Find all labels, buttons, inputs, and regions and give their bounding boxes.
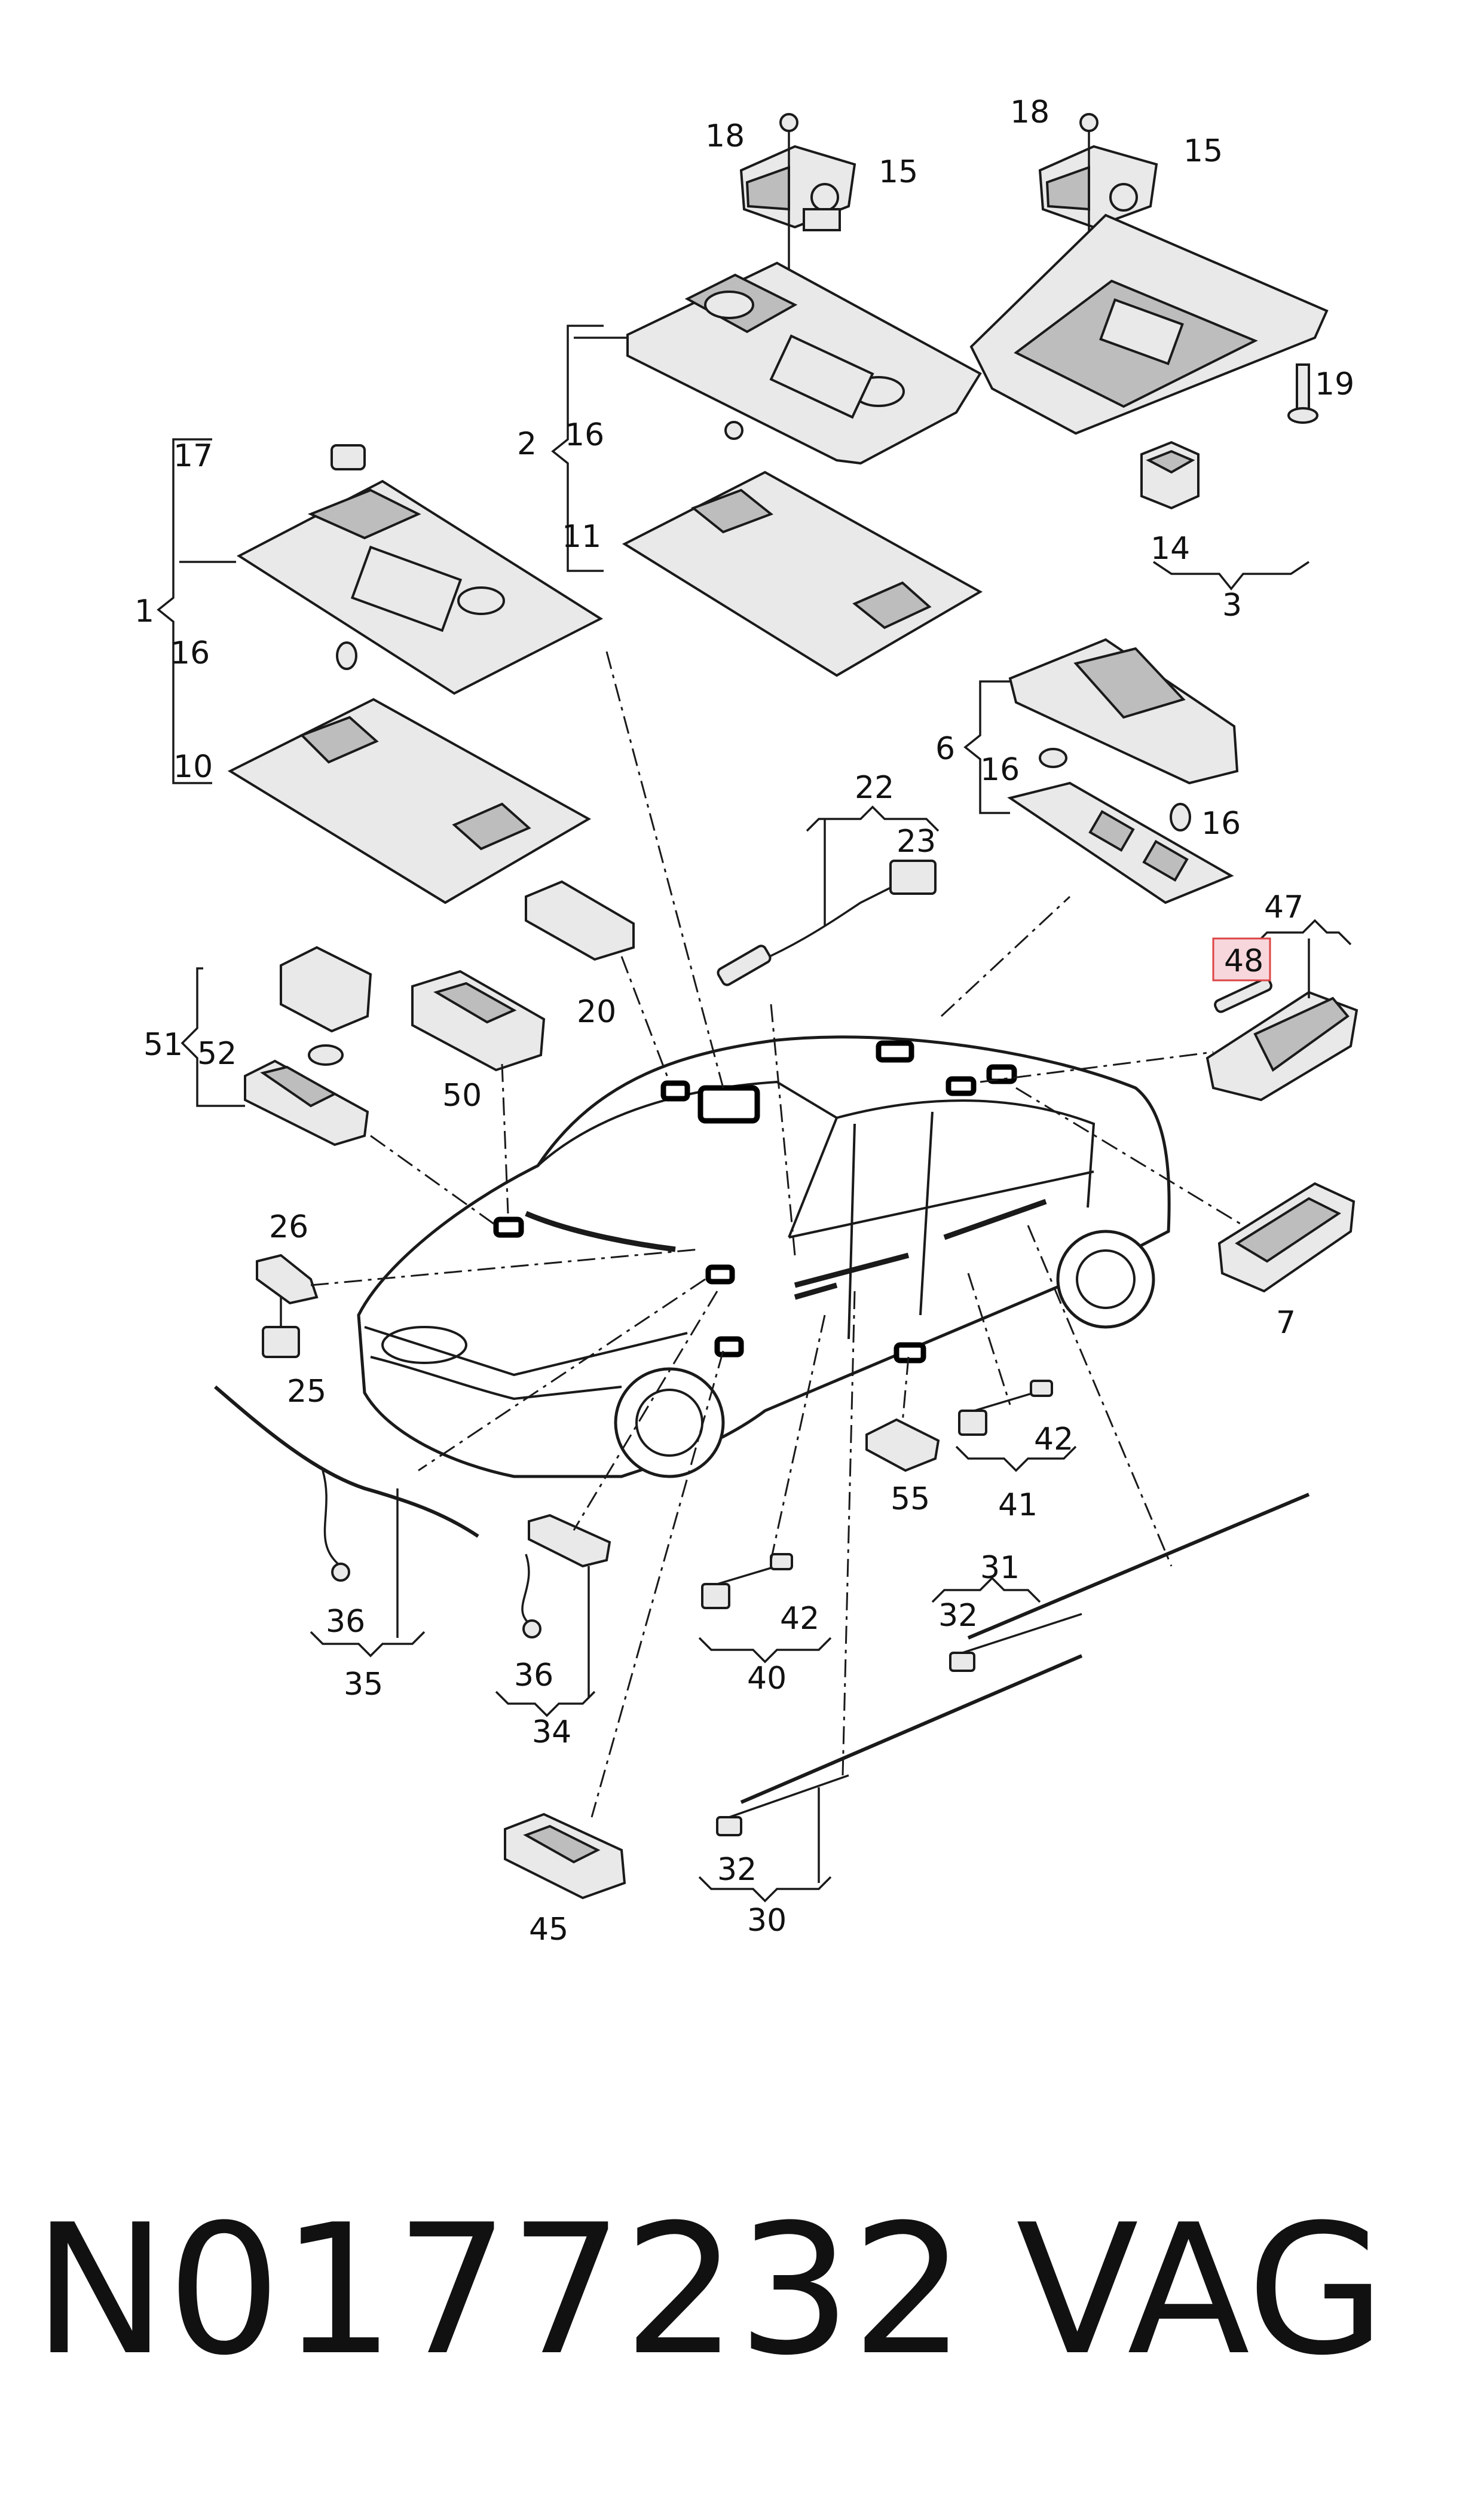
part-23-connector [889, 860, 937, 895]
label-16a: 16 [565, 417, 604, 453]
label-3: 3 [1222, 588, 1242, 623]
label-42b: 42 [780, 1601, 819, 1637]
label-26: 26 [269, 1209, 308, 1245]
part-25-sensor [262, 1297, 300, 1358]
label-47: 47 [1264, 889, 1304, 925]
label-36a: 36 [326, 1604, 365, 1640]
part-45-module [504, 1812, 626, 1900]
label-36b: 36 [514, 1658, 553, 1693]
label-19: 19 [1315, 366, 1354, 402]
label-52: 52 [197, 1036, 237, 1072]
label-51: 51 [143, 1027, 183, 1063]
part-16-bulb-left [336, 641, 357, 670]
label-16d: 16 [1201, 806, 1241, 842]
part-40-harness [701, 1553, 793, 1609]
label-55: 55 [891, 1481, 930, 1517]
label-15a: 15 [879, 154, 918, 190]
part-3-roof-console [969, 213, 1329, 435]
part-17-bulb-holder [331, 444, 366, 470]
part-35-grille-strip [214, 1385, 479, 1567]
callout-brackets [157, 325, 1352, 1903]
part-51-module-box [280, 946, 372, 1033]
part-15-actuator-right [1038, 145, 1158, 229]
part-16-bulb-6a [1039, 748, 1067, 768]
part-31-strip [949, 1493, 1310, 1672]
label-40: 40 [747, 1661, 787, 1696]
label-45: 45 [529, 1912, 568, 1948]
part-51-lamp [244, 1059, 369, 1147]
part-52-bulb [308, 1044, 344, 1066]
part-number: N0177232 [33, 2186, 966, 2395]
label-18a: 18 [705, 118, 745, 154]
label-17: 17 [173, 438, 213, 474]
label-30: 30 [747, 1903, 787, 1939]
label-23: 23 [896, 824, 936, 860]
label-11: 11 [562, 519, 601, 555]
part-2-console-center [626, 261, 982, 465]
label-48: 48 [1224, 943, 1263, 979]
part-7-lamp [1217, 1182, 1356, 1293]
label-2: 2 [517, 426, 537, 462]
label-35: 35 [344, 1667, 383, 1702]
part-20-module [525, 880, 635, 961]
highlight-48 [1212, 937, 1271, 982]
part-14-switch [1140, 441, 1200, 510]
car-location-marks [493, 1040, 1047, 1364]
label-32a: 32 [938, 1598, 978, 1634]
label-7: 7 [1276, 1305, 1296, 1341]
part-34-lamp [521, 1514, 611, 1638]
part-11-trim-center [622, 421, 983, 677]
label-1: 1 [134, 594, 154, 629]
label-6: 6 [935, 731, 955, 767]
label-31: 31 [980, 1550, 1020, 1586]
label-16c: 16 [980, 752, 1020, 788]
label-10: 10 [173, 749, 213, 785]
label-32b: 32 [717, 1852, 757, 1888]
label-34: 34 [532, 1714, 571, 1750]
part-22-cable [717, 878, 909, 986]
part-26-bracket [256, 1254, 319, 1305]
label-25: 25 [287, 1374, 326, 1410]
part-15-actuator-center [739, 145, 856, 231]
label-15b: 15 [1183, 133, 1223, 169]
part-19-screw [1287, 363, 1318, 424]
label-42a: 42 [1034, 1421, 1073, 1457]
connection-lines [310, 651, 1244, 1818]
label-14: 14 [1151, 531, 1190, 567]
label-16b: 16 [170, 635, 210, 671]
part-30-strip [716, 1654, 1083, 1836]
part-48-bulb [1214, 977, 1272, 1013]
label-20: 20 [577, 994, 616, 1030]
part-41-harness [958, 1380, 1053, 1436]
label-22: 22 [855, 770, 894, 806]
label-41: 41 [998, 1487, 1038, 1523]
part-55-lamp [865, 1418, 940, 1472]
part-6-lens [1007, 781, 1234, 904]
part-10-trim-left [227, 698, 592, 904]
part-36-wire-a [331, 1563, 350, 1582]
part-6-lamp [1008, 638, 1239, 785]
callout-labels: 18 15 18 15 19 2 16 11 14 3 17 1 16 10 6… [134, 94, 1354, 1948]
part-1-console-left [237, 479, 604, 695]
part-50-module [411, 970, 546, 1072]
brand-name: VAG [1016, 2186, 1385, 2395]
part-16-bulb-6b [1170, 803, 1191, 831]
label-18b: 18 [1010, 94, 1049, 130]
label-50: 50 [442, 1078, 482, 1114]
